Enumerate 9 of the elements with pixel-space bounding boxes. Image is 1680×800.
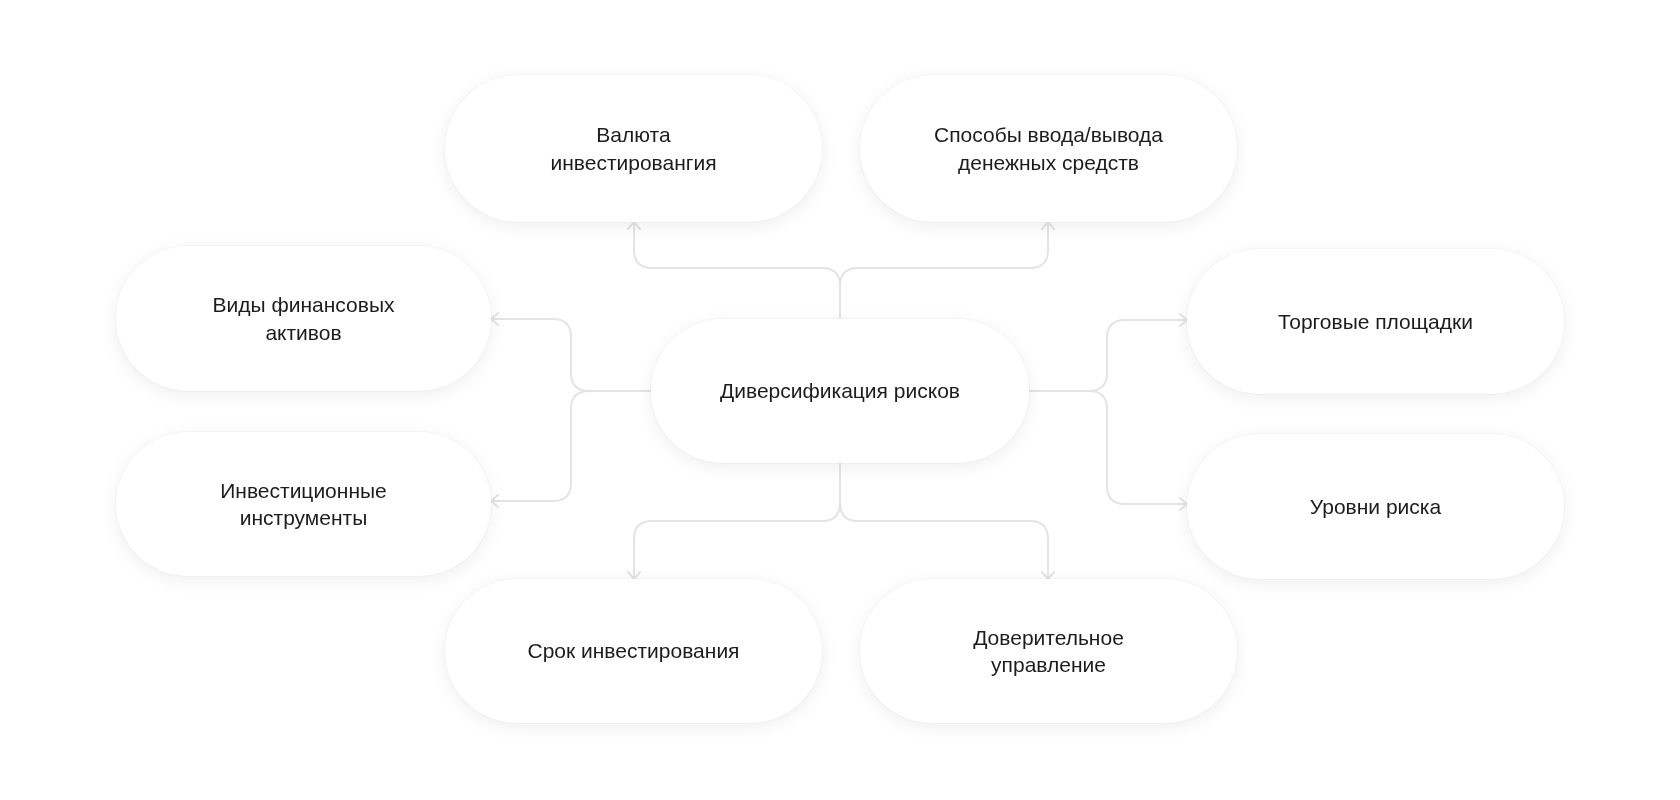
- node-label: Срок инвестирования: [527, 638, 740, 665]
- node-label: Инвестиционные инструменты: [219, 477, 388, 531]
- node-label: Способы ввода/вывода денежных средств: [933, 122, 1164, 176]
- node-label: Доверительное управление: [972, 624, 1125, 678]
- node-label: Виды финансовых активов: [211, 292, 396, 346]
- node-label: Торговые площадки: [1278, 308, 1473, 335]
- node-label: Уровни риска: [1309, 493, 1442, 520]
- node-label: Диверсификация рисков: [720, 378, 960, 405]
- node-label: Валюта инвестировангия: [549, 122, 718, 176]
